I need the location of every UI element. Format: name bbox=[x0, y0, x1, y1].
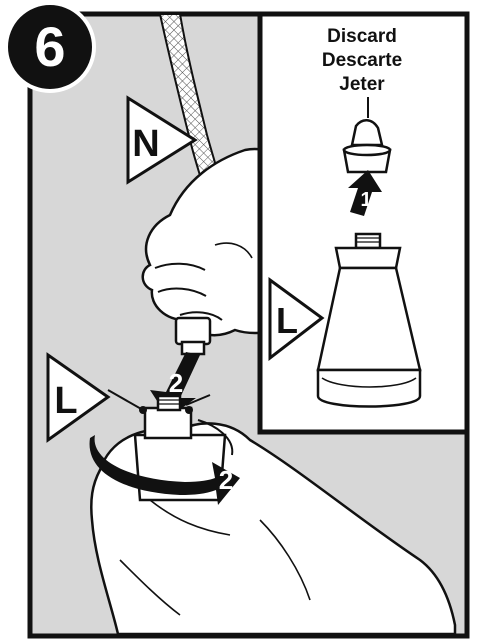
discard-label-fr: Jeter bbox=[339, 74, 385, 95]
attach-arrow-step: 2 bbox=[169, 368, 183, 398]
discard-label-en: Discard bbox=[327, 26, 397, 47]
step-number: 6 bbox=[34, 15, 65, 78]
discard-label-es: Descarte bbox=[322, 50, 402, 71]
label-l-inset-text: L bbox=[276, 300, 298, 341]
remove-cap-arrow-step: 1 bbox=[360, 189, 371, 211]
step-badge: 6 bbox=[6, 3, 94, 91]
hose-connector bbox=[176, 318, 210, 354]
label-n-text: N bbox=[132, 123, 159, 165]
label-l-main-text: L bbox=[54, 380, 77, 422]
twist-arrow-step: 2 bbox=[219, 465, 233, 495]
